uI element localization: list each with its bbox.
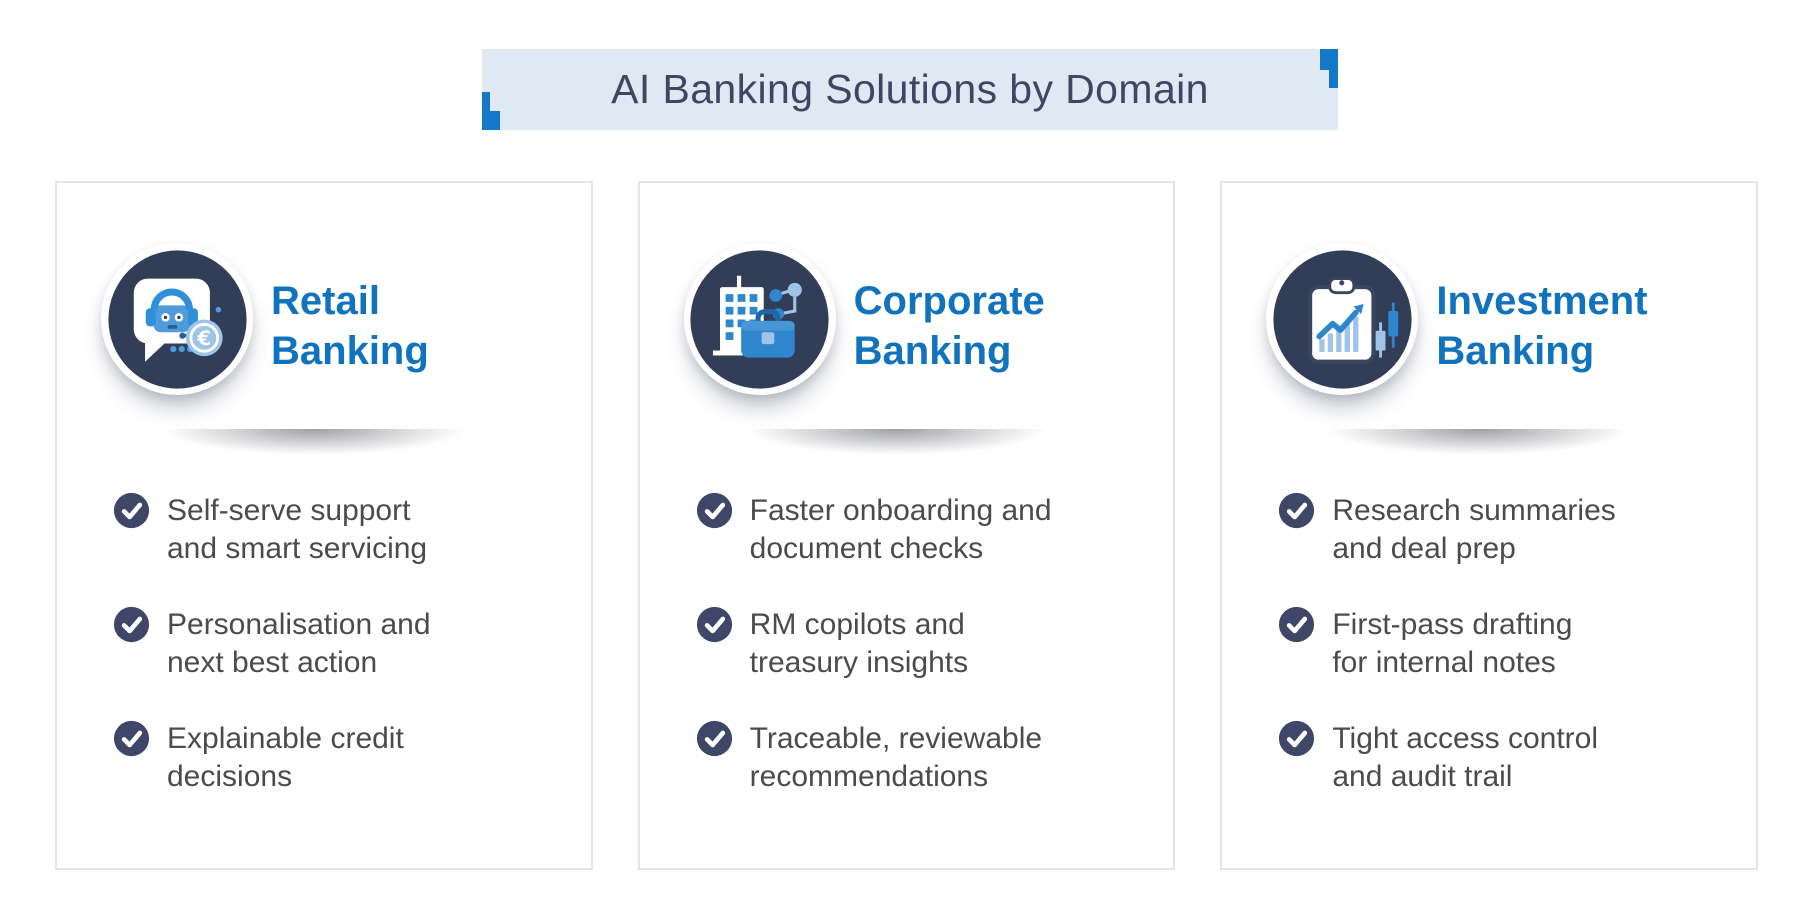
divider-shadow	[1277, 429, 1682, 465]
cards-row: € Retail Banking Self-serve support and …	[55, 181, 1759, 870]
check-icon	[1279, 720, 1315, 757]
corner-accent-icon	[482, 92, 500, 130]
check-icon	[113, 492, 150, 529]
investment-clipboard-chart-icon	[1266, 243, 1419, 395]
svg-text:€: €	[196, 326, 211, 349]
bullet-text: Research summaries and deal prep	[1332, 494, 1616, 565]
bullet-text: Self-serve support and smart servicing	[167, 494, 428, 565]
card-corporate-banking: Corporate Banking Faster onboarding and …	[637, 181, 1176, 870]
corporate-building-briefcase-icon	[683, 243, 836, 395]
divider-shadow	[694, 429, 1099, 465]
corner-accent-icon	[1320, 49, 1338, 88]
bullet-text: Faster onboarding and document checks	[749, 494, 1052, 565]
card-title: Investment Banking	[1436, 279, 1648, 373]
bullet-text: Tight access control and audit trail	[1332, 722, 1599, 793]
list-item: RM copilots and treasury insights	[696, 606, 1150, 682]
list-item: Faster onboarding and document checks	[696, 492, 1150, 568]
card-investment-banking: Investment Banking Research summaries an…	[1220, 181, 1759, 870]
check-icon	[113, 606, 150, 643]
card-title: Retail Banking	[271, 279, 429, 373]
check-icon	[696, 492, 732, 529]
bullet-text: Personalisation and next best action	[167, 608, 431, 679]
list-item: First-pass drafting for internal notes	[1278, 606, 1732, 682]
bullet-text: Traceable, reviewable recommendations	[749, 722, 1043, 793]
bullet-list: Self-serve support and smart servicing P…	[113, 492, 567, 796]
page-title: AI Banking Solutions by Domain	[611, 66, 1209, 112]
bullet-text: First-pass drafting for internal notes	[1332, 608, 1573, 679]
check-icon	[696, 720, 732, 757]
card-title: Corporate Banking	[853, 279, 1045, 373]
list-item: Self-serve support and smart servicing	[113, 492, 567, 568]
check-icon	[1279, 606, 1315, 643]
card-retail-banking: € Retail Banking Self-serve support and …	[55, 181, 593, 870]
check-icon	[696, 606, 732, 643]
bullet-text: RM copilots and treasury insights	[749, 608, 969, 679]
list-item: Explainable credit decisions	[113, 720, 567, 796]
list-item: Research summaries and deal prep	[1278, 492, 1732, 568]
list-item: Tight access control and audit trail	[1278, 720, 1732, 796]
check-icon	[1279, 492, 1315, 529]
bullet-text: Explainable credit decisions	[167, 722, 404, 793]
bullet-list: Faster onboarding and document checks RM…	[696, 492, 1150, 796]
divider-shadow	[112, 429, 516, 465]
bullet-list: Research summaries and deal prep First-p…	[1278, 492, 1732, 796]
list-item: Traceable, reviewable recommendations	[696, 720, 1150, 796]
title-banner: AI Banking Solutions by Domain	[482, 49, 1338, 130]
check-icon	[113, 720, 150, 757]
chatbot-support-euro-icon: €	[101, 243, 253, 395]
list-item: Personalisation and next best action	[113, 606, 567, 682]
